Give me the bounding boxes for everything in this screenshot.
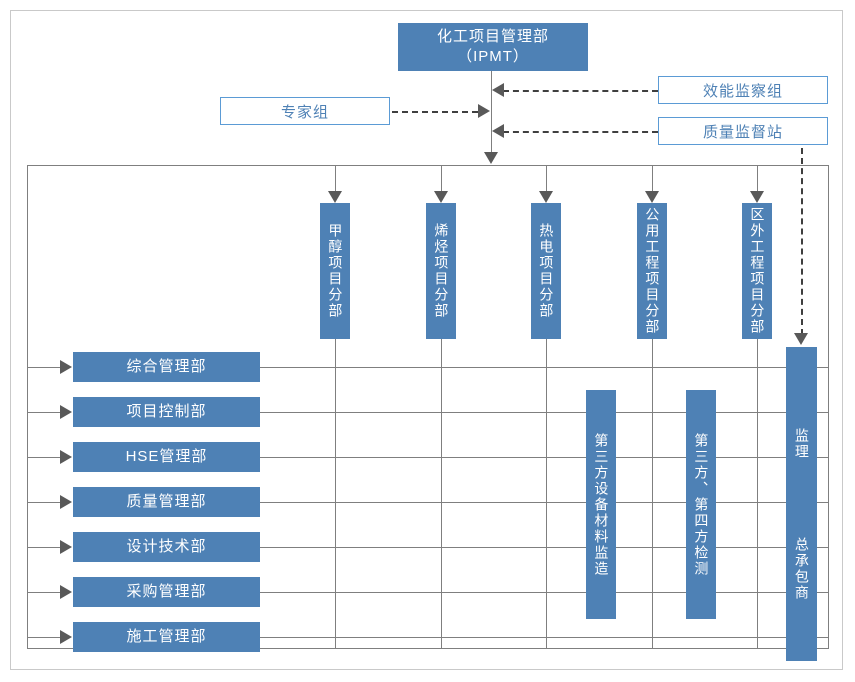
dept-connector-in-1 xyxy=(28,367,62,368)
third-party-label-1: 第三方设备材料监造 xyxy=(593,432,610,577)
grid-vline-5 xyxy=(757,339,758,648)
project-branch-label-3: 热电项目分部 xyxy=(538,223,555,319)
grid-vline-4 xyxy=(652,339,653,648)
dept-row-line-6 xyxy=(260,592,828,593)
dept-row-line-5 xyxy=(260,547,828,548)
grid-vline-2 xyxy=(441,339,442,648)
third-party-label-2: 第三方、第四方检测 xyxy=(693,432,710,577)
efficiency-supervision-label: 效能监察组 xyxy=(702,82,783,100)
expert-group-connector xyxy=(392,111,478,113)
project-branch-box-4[interactable]: 公用工程项目分部 xyxy=(637,203,667,339)
contractor-box[interactable]: 监理 总承包商 xyxy=(786,347,817,661)
dept-row-line-2 xyxy=(260,412,828,413)
dept-connector-in-5 xyxy=(28,547,62,548)
dept-arrowhead-4 xyxy=(60,495,72,509)
page-border xyxy=(10,10,843,670)
grid-vline-1 xyxy=(335,339,336,648)
department-box-2[interactable]: 项目控制部 xyxy=(73,397,260,427)
department-label-4: 质量管理部 xyxy=(126,492,207,510)
department-label-2: 项目控制部 xyxy=(126,402,207,420)
department-label-1: 综合管理部 xyxy=(126,357,207,375)
project-branch-label-1: 甲醇项目分部 xyxy=(327,223,344,319)
org-frame xyxy=(27,165,829,649)
branch-arrowhead-1 xyxy=(328,191,342,203)
department-label-5: 设计技术部 xyxy=(126,537,207,555)
department-box-7[interactable]: 施工管理部 xyxy=(73,622,260,652)
expert-group-label: 专家组 xyxy=(280,103,329,121)
dept-connector-in-6 xyxy=(28,592,62,593)
expert-group-arrowhead xyxy=(478,104,490,118)
department-box-5[interactable]: 设计技术部 xyxy=(73,532,260,562)
branch-arrowhead-3 xyxy=(539,191,553,203)
dept-arrowhead-3 xyxy=(60,450,72,464)
dept-connector-in-2 xyxy=(28,412,62,413)
efficiency-supervision-box[interactable]: 效能监察组 xyxy=(658,76,828,104)
branch-drop-2 xyxy=(441,166,442,197)
ipmt-spine xyxy=(491,71,492,154)
branch-drop-3 xyxy=(546,166,547,197)
department-label-7: 施工管理部 xyxy=(126,627,207,645)
grid-vline-3 xyxy=(546,339,547,648)
department-label-6: 采购管理部 xyxy=(126,582,207,600)
dept-arrowhead-7 xyxy=(60,630,72,644)
project-branch-label-5: 区外工程项目分部 xyxy=(749,207,766,335)
efficiency-supervision-connector xyxy=(503,90,658,92)
supervision-label: 监理 xyxy=(793,428,810,460)
department-label-3: HSE管理部 xyxy=(125,447,208,465)
dept-arrowhead-2 xyxy=(60,405,72,419)
department-box-4[interactable]: 质量管理部 xyxy=(73,487,260,517)
ipmt-spine-arrowhead xyxy=(484,152,498,164)
third-party-box-2[interactable]: 第三方、第四方检测 xyxy=(686,390,716,619)
dept-row-line-7 xyxy=(260,637,828,638)
branch-drop-4 xyxy=(652,166,653,197)
department-box-3[interactable]: HSE管理部 xyxy=(73,442,260,472)
branch-arrowhead-2 xyxy=(434,191,448,203)
branch-drop-1 xyxy=(335,166,336,197)
expert-group-box[interactable]: 专家组 xyxy=(220,97,390,125)
department-box-1[interactable]: 综合管理部 xyxy=(73,352,260,382)
branch-arrowhead-4 xyxy=(645,191,659,203)
dept-row-line-3 xyxy=(260,457,828,458)
department-box-6[interactable]: 采购管理部 xyxy=(73,577,260,607)
project-branch-box-3[interactable]: 热电项目分部 xyxy=(531,203,561,339)
project-branch-box-1[interactable]: 甲醇项目分部 xyxy=(320,203,350,339)
efficiency-supervision-arrowhead xyxy=(492,83,504,97)
quality-supervision-connector xyxy=(503,131,658,133)
ipmt-box-line1: 化工项目管理部 xyxy=(436,27,549,45)
third-party-box-1[interactable]: 第三方设备材料监造 xyxy=(586,390,616,619)
dept-arrowhead-6 xyxy=(60,585,72,599)
quality-supervision-to-contractor-line xyxy=(801,148,803,335)
dept-connector-in-4 xyxy=(28,502,62,503)
project-branch-box-2[interactable]: 烯烃项目分部 xyxy=(426,203,456,339)
contractor-arrowhead xyxy=(794,333,808,345)
quality-supervision-box[interactable]: 质量监督站 xyxy=(658,117,828,145)
ipmt-box[interactable]: 化工项目管理部 （IPMT） xyxy=(398,23,588,71)
quality-supervision-label: 质量监督站 xyxy=(702,123,783,141)
ipmt-box-line2: （IPMT） xyxy=(457,48,529,65)
project-branch-box-5[interactable]: 区外工程项目分部 xyxy=(742,203,772,339)
dept-row-line-1 xyxy=(260,367,828,368)
dept-arrowhead-1 xyxy=(60,360,72,374)
dept-connector-in-7 xyxy=(28,637,62,638)
quality-supervision-arrowhead xyxy=(492,124,504,138)
branch-arrowhead-5 xyxy=(750,191,764,203)
dept-connector-in-3 xyxy=(28,457,62,458)
branch-drop-5 xyxy=(757,166,758,197)
general-contractor-label: 总承包商 xyxy=(793,537,810,601)
dept-row-line-4 xyxy=(260,502,828,503)
dept-arrowhead-5 xyxy=(60,540,72,554)
project-branch-label-4: 公用工程项目分部 xyxy=(644,207,661,335)
project-branch-label-2: 烯烃项目分部 xyxy=(433,223,450,319)
